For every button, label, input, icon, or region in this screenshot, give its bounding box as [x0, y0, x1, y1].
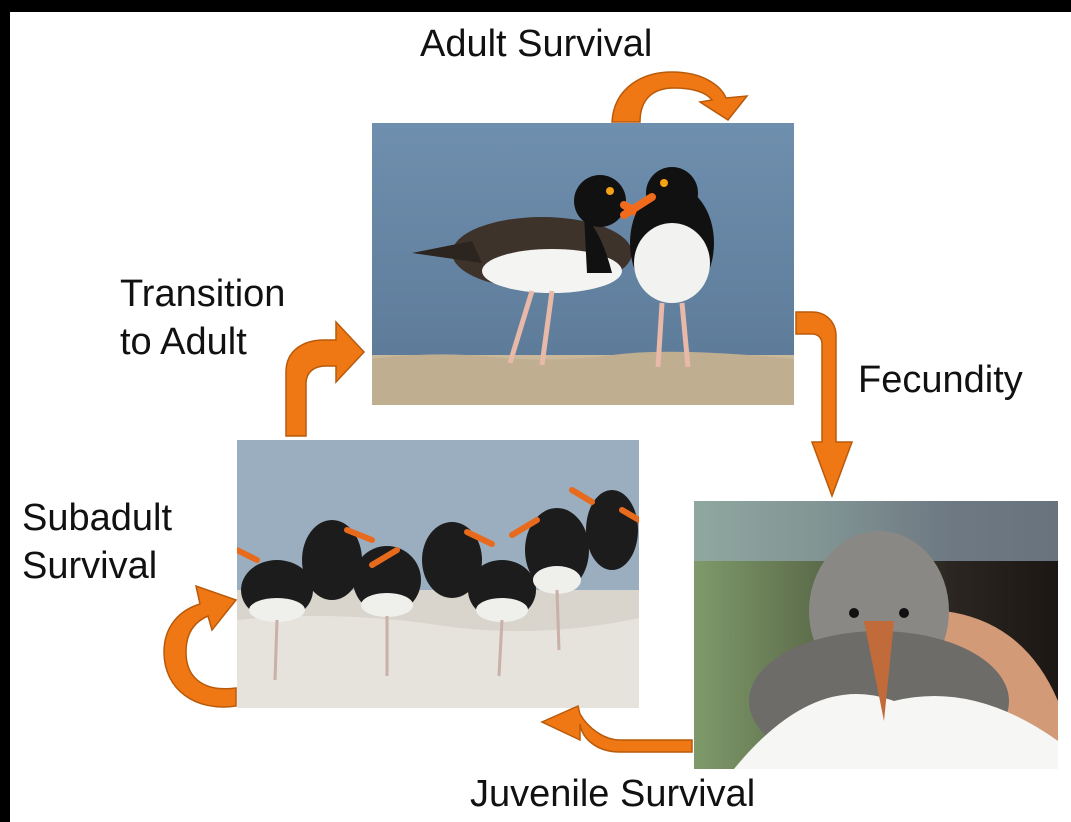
subadult-photo-graphic [237, 440, 639, 708]
adult-photo-graphic [372, 123, 794, 405]
juvenile-chick-photo [694, 501, 1058, 769]
adult-survival-label: Adult Survival [420, 20, 652, 68]
subadult-flock-photo [237, 440, 639, 708]
transition-line1: Transition [120, 270, 320, 318]
fecundity-label: Fecundity [858, 356, 1023, 404]
juvenile-photo-graphic [694, 501, 1058, 769]
juvenile-survival-label: Juvenile Survival [470, 770, 755, 818]
subadult-line2: Survival [22, 542, 222, 590]
transition-line2: to Adult [120, 318, 320, 366]
adult-oystercatchers-photo [372, 123, 794, 405]
subadult-line1: Subadult [22, 494, 222, 542]
transition-to-adult-label: Transition to Adult [120, 270, 320, 366]
subadult-survival-label: Subadult Survival [22, 494, 222, 590]
